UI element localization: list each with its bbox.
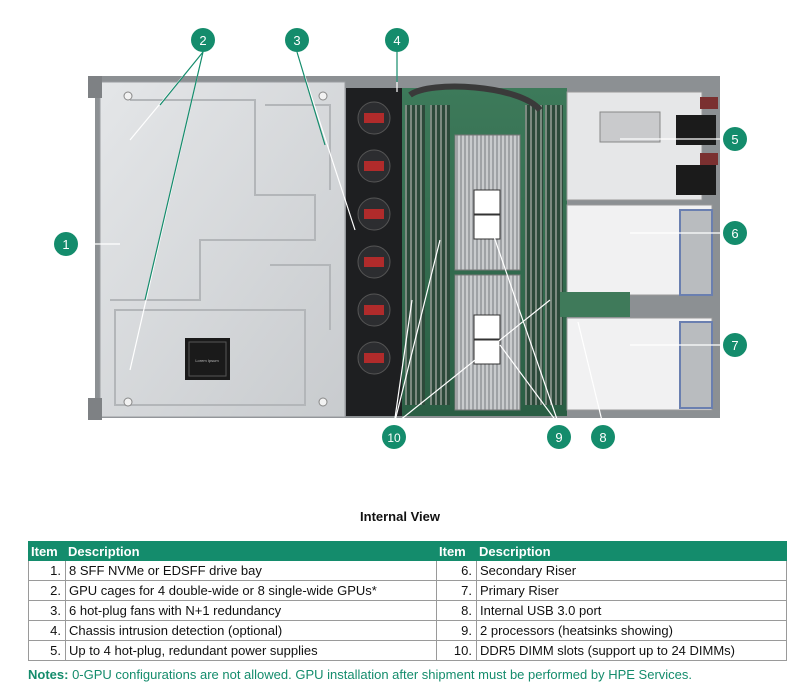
diagram-title: Internal View: [360, 509, 440, 524]
callout-2: 2: [191, 28, 215, 52]
fan-handle-3: [364, 209, 384, 219]
item-number: 2.: [28, 580, 66, 601]
svg-text:2: 2: [199, 33, 206, 48]
callout-1: 1: [54, 232, 78, 256]
table-row: 2. GPU cages for 4 double-wide or 8 sing…: [28, 580, 787, 601]
item-description: Internal USB 3.0 port: [476, 600, 787, 621]
notes-label: Notes:: [28, 667, 69, 682]
fan-handle-6: [364, 353, 384, 363]
svg-text:4: 4: [393, 33, 400, 48]
fan-handle-2: [364, 161, 384, 171]
gpu-cage-panel: [99, 81, 346, 418]
svg-text:7: 7: [731, 338, 738, 353]
svg-text:8: 8: [599, 430, 606, 445]
svg-text:6: 6: [731, 226, 738, 241]
server-chassis: Lorem Ipsum: [88, 76, 720, 420]
primary-riser: [566, 317, 713, 411]
item-description: DDR5 DIMM slots (support up to 24 DIMMs): [476, 640, 787, 661]
svg-text:10: 10: [387, 431, 401, 445]
fan-handle-4: [364, 257, 384, 267]
item-number: 8.: [436, 600, 477, 621]
notes-text: 0-GPU configurations are not allowed. GP…: [68, 667, 693, 682]
svg-text:9: 9: [555, 430, 562, 445]
item-description: 2 processors (heatsinks showing): [476, 620, 787, 641]
product-label-sticker: Lorem Ipsum: [185, 338, 230, 380]
item-description: GPU cages for 4 double-wide or 8 single-…: [65, 580, 437, 601]
fan-handle-5: [364, 305, 384, 315]
callout-6: 6: [723, 221, 747, 245]
svg-text:1: 1: [62, 237, 69, 252]
table-row: 3. 6 hot-plug fans with N+1 redundancy 8…: [28, 600, 787, 621]
item-number: 5.: [28, 640, 66, 661]
fan-bay: [346, 88, 402, 416]
item-description: Secondary Riser: [476, 560, 787, 581]
secondary-riser: [566, 204, 713, 296]
header-description: Description: [65, 541, 437, 561]
power-supply-bay: [566, 91, 718, 201]
table-row: 5. Up to 4 hot-plug, redundant power sup…: [28, 640, 787, 661]
item-description: Up to 4 hot-plug, redundant power suppli…: [65, 640, 437, 661]
item-number: 10.: [436, 640, 477, 661]
header-item: Item: [436, 541, 477, 561]
heatsink-cpu1: [454, 134, 521, 271]
item-number: 3.: [28, 600, 66, 621]
callout-8: 8: [591, 425, 615, 449]
svg-text:5: 5: [731, 132, 738, 147]
item-description: 6 hot-plug fans with N+1 redundancy: [65, 600, 437, 621]
item-description: Primary Riser: [476, 580, 787, 601]
label-sticker-text: Lorem Ipsum: [195, 358, 219, 363]
components-table: Item Description Item Description 1. 8 S…: [28, 541, 787, 661]
callout-leader-lines: [80, 51, 722, 426]
callout-leader-lines-dark: [144, 51, 398, 301]
callout-7: 7: [723, 333, 747, 357]
table-row: 1. 8 SFF NVMe or EDSFF drive bay 6. Seco…: [28, 560, 787, 581]
header-item: Item: [28, 541, 66, 561]
header-description: Description: [476, 541, 787, 561]
svg-text:3: 3: [293, 33, 300, 48]
item-number: 6.: [436, 560, 477, 581]
item-number: 7.: [436, 580, 477, 601]
item-number: 4.: [28, 620, 66, 641]
callout-9: 9: [547, 425, 571, 449]
server-internal-diagram: Lorem Ipsum: [54, 28, 747, 449]
item-description: Chassis intrusion detection (optional): [65, 620, 437, 641]
callout-3: 3: [285, 28, 309, 52]
callout-4: 4: [385, 28, 409, 52]
notes: Notes: 0-GPU configurations are not allo…: [28, 667, 796, 682]
fan-handle-1: [364, 113, 384, 123]
heatsink-cpu2: [454, 274, 521, 411]
table-header-row: Item Description Item Description: [28, 541, 787, 561]
item-description: 8 SFF NVMe or EDSFF drive bay: [65, 560, 437, 581]
callout-5: 5: [723, 127, 747, 151]
table-row: 4. Chassis intrusion detection (optional…: [28, 620, 787, 641]
item-number: 1.: [28, 560, 66, 581]
callout-10: 10: [382, 425, 406, 449]
motherboard: [402, 83, 567, 416]
item-number: 9.: [436, 620, 477, 641]
